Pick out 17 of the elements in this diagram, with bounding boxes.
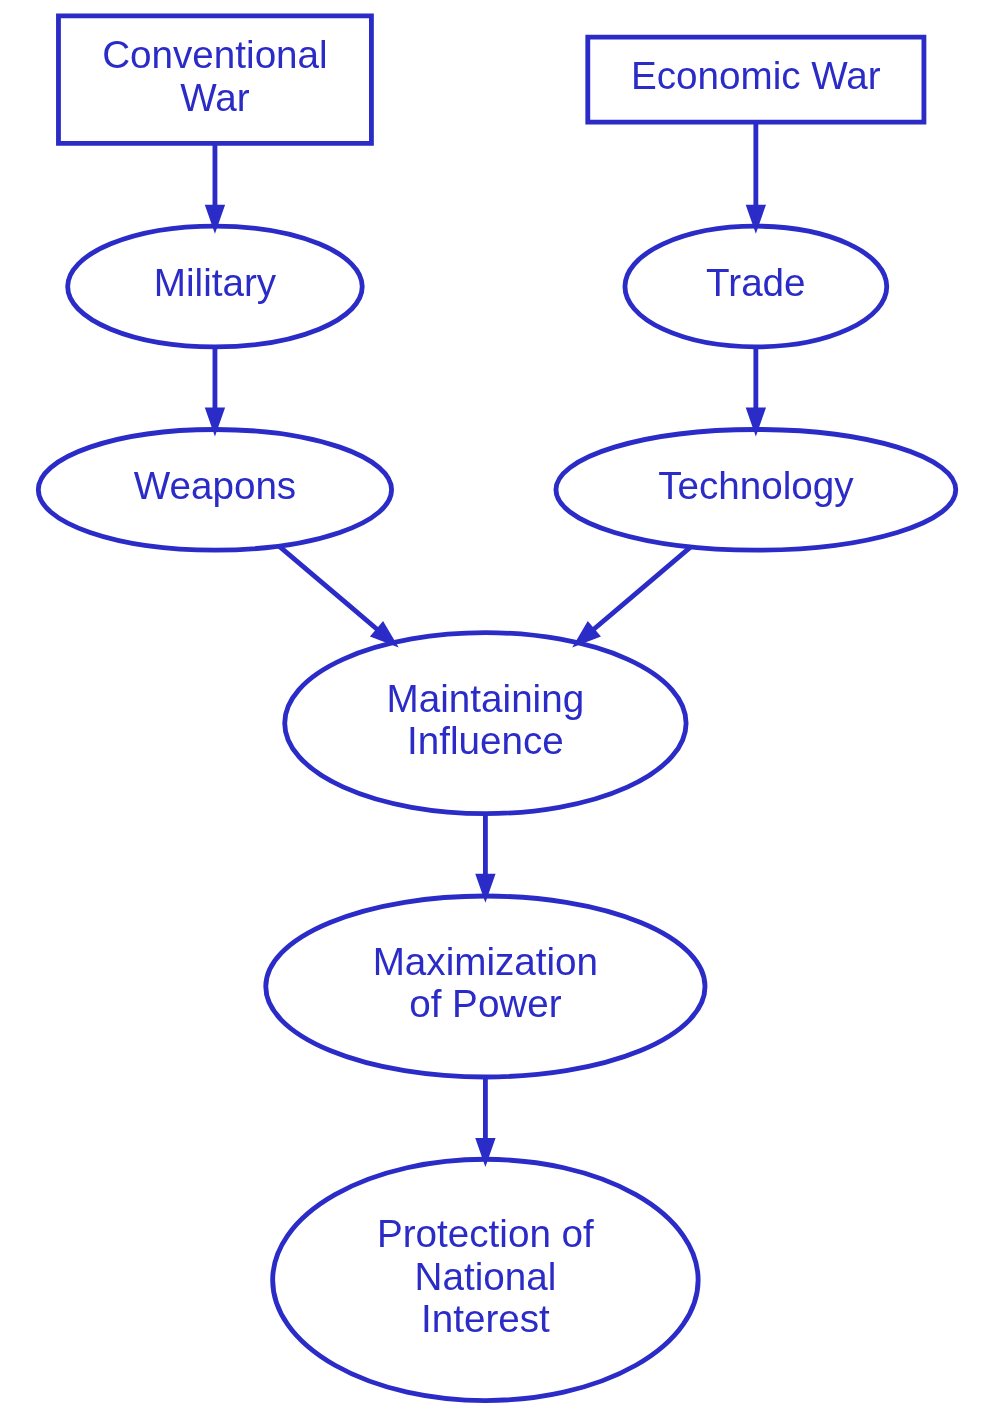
node-box: Economic War bbox=[584, 34, 926, 125]
arrow bbox=[474, 813, 496, 903]
node-ellipse: Weapons bbox=[35, 427, 394, 553]
arrow bbox=[745, 122, 766, 234]
node-ellipse: Maintaining Influence bbox=[281, 630, 688, 817]
node-ellipse: Maximization of Power bbox=[262, 893, 707, 1080]
arrow bbox=[276, 544, 399, 648]
node-ellipse: Military bbox=[64, 223, 365, 350]
node-ellipse: Protection of National Interest bbox=[269, 1156, 701, 1403]
arrow bbox=[474, 1076, 496, 1167]
arrow bbox=[745, 346, 766, 437]
node-ellipse: Technology bbox=[553, 427, 958, 553]
node-ellipse: Trade bbox=[622, 223, 889, 350]
node-box: Conventional War bbox=[55, 13, 374, 146]
arrow bbox=[204, 143, 225, 234]
arrow bbox=[204, 346, 225, 437]
arrow bbox=[571, 544, 693, 648]
